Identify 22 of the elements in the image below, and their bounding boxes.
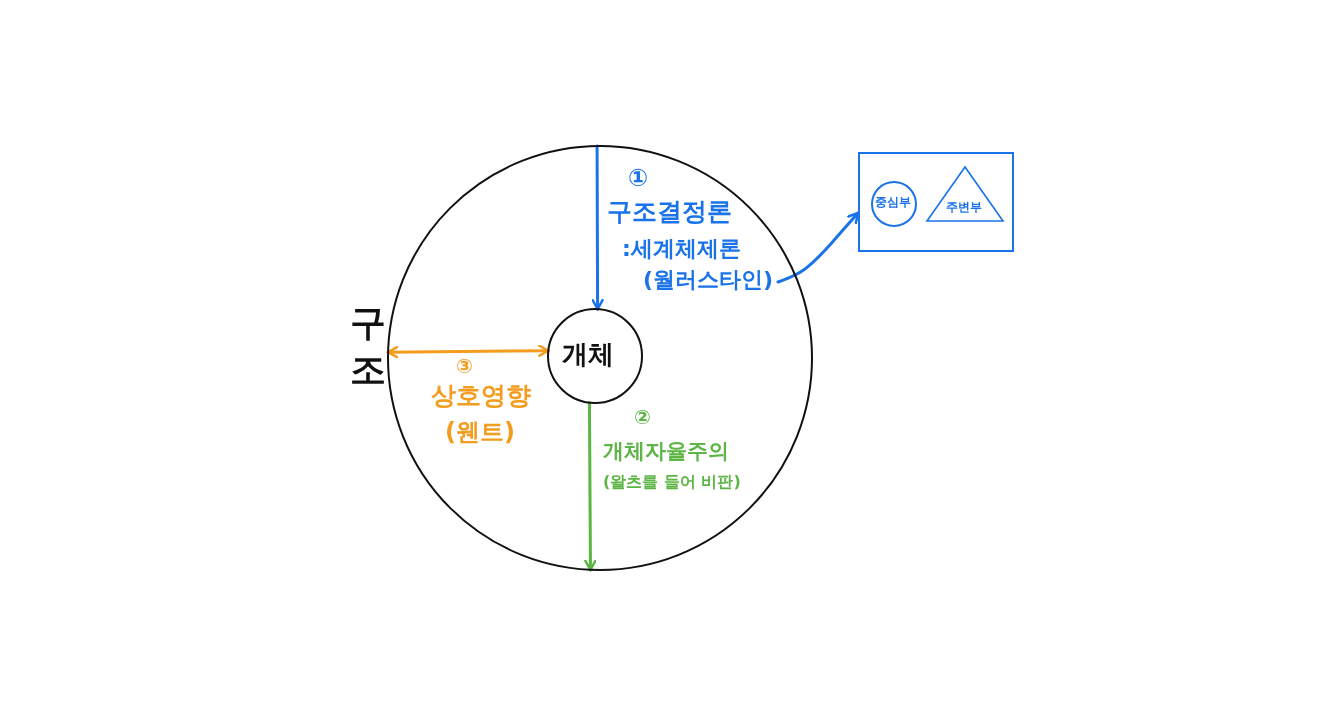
triangle-node	[926, 166, 1004, 222]
step-number: ③	[456, 355, 473, 377]
annotation-title: 상호영향	[431, 382, 531, 410]
arrow	[386, 344, 550, 359]
node-label: 주변부	[946, 201, 982, 215]
annotation-text: (웬트)	[445, 419, 515, 446]
outline-box	[858, 152, 1014, 252]
annotation-title: 개체자율주의	[603, 440, 729, 464]
annotation-text: (월러스타인)	[643, 268, 774, 293]
annotation-text: :세계체제론	[622, 237, 741, 262]
node-label: 개체	[562, 340, 614, 369]
arrow	[776, 211, 860, 284]
arrow	[584, 401, 597, 572]
step-number: ②	[634, 406, 651, 428]
annotation-title: 구조결정론	[607, 198, 732, 226]
annotation-text: (왈츠를 들어 비판)	[603, 473, 741, 491]
vertical-label: 구조	[350, 301, 386, 392]
circle-node	[547, 308, 643, 404]
arrow	[591, 144, 604, 311]
circle-node	[872, 182, 916, 226]
step-number: ①	[628, 165, 649, 192]
node-label: 중심부	[875, 196, 911, 210]
